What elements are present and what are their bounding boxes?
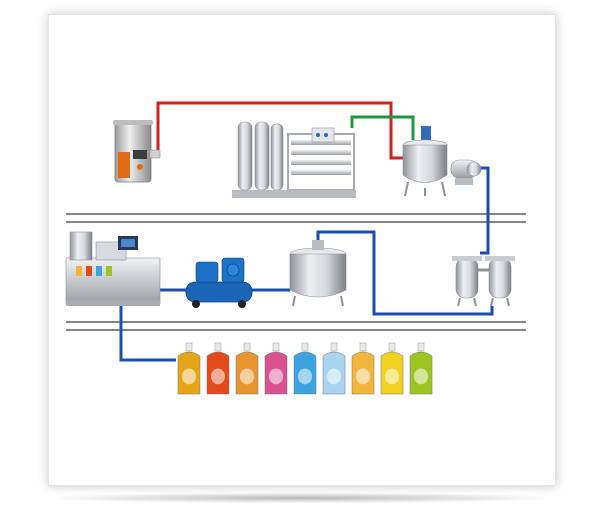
spout-pouch [177,342,201,395]
steam-pipe-red [156,101,410,160]
spout-pouch [380,342,404,395]
filter-housing-icon [452,256,515,307]
frame-shadow [58,493,544,503]
compressor-icon [185,257,253,308]
spout-pouch [264,342,288,395]
spout-pouch [351,342,375,395]
spout-pouch [409,342,433,395]
jacketed-tank-icon [402,126,448,197]
ro-water-system-icon [232,121,356,198]
spout-pouch [206,342,230,395]
spout-pouch [235,342,259,395]
spout-pouch [322,342,346,395]
products-pouches [177,342,433,395]
product-pipe-pump-filter [474,166,490,255]
storage-tank-icon [289,240,347,307]
pump-icon [450,159,482,185]
floor-lines [66,213,526,331]
product-pipe-filler-pouches [119,300,176,362]
pipes [119,101,494,362]
water-pipe-green [350,115,415,140]
spout-pouch [293,342,317,395]
boiler-icon [113,120,161,183]
filling-machine-icon [65,231,161,306]
product-pipe-filter-tank [316,230,494,316]
